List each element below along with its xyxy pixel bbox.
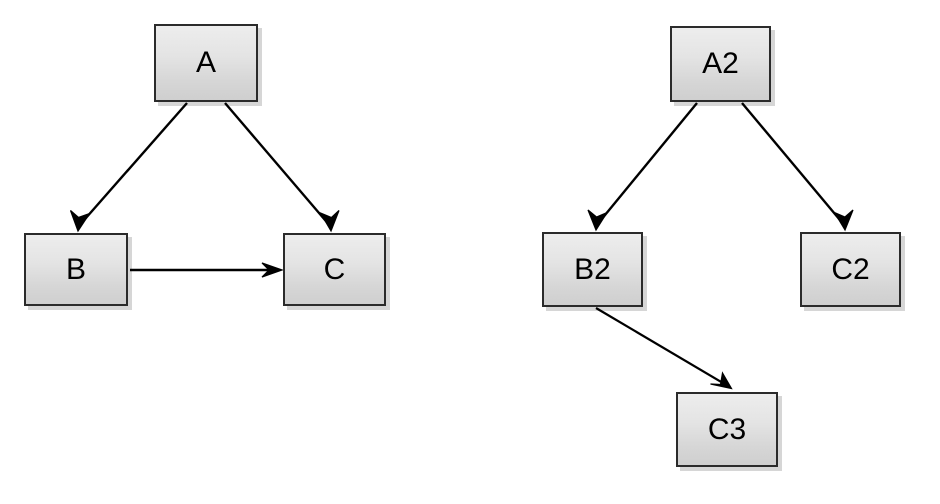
edge-b2-to-c3 xyxy=(595,307,733,390)
edge-b-to-c xyxy=(130,262,284,278)
node-label-b: B xyxy=(65,252,86,286)
node-c[interactable]: C xyxy=(283,233,386,306)
node-b[interactable]: B xyxy=(24,233,128,306)
node-a2[interactable]: A2 xyxy=(670,26,771,102)
node-c3[interactable]: C3 xyxy=(676,392,778,467)
node-label-b2: B2 xyxy=(574,252,611,286)
node-label-a2: A2 xyxy=(702,47,739,80)
edge-a2-to-b2 xyxy=(587,102,698,232)
node-label-c2: C2 xyxy=(831,252,870,286)
edge-a2-to-c2 xyxy=(741,102,854,232)
node-label-c3: C3 xyxy=(707,412,747,446)
edge-a-to-b xyxy=(69,102,188,233)
node-b2[interactable]: B2 xyxy=(542,232,643,307)
node-a[interactable]: A xyxy=(154,24,258,102)
node-label-a: A xyxy=(195,46,216,79)
node-label-c: C xyxy=(323,252,346,286)
node-c2[interactable]: C2 xyxy=(800,232,901,307)
edge-a-to-c xyxy=(224,102,340,233)
